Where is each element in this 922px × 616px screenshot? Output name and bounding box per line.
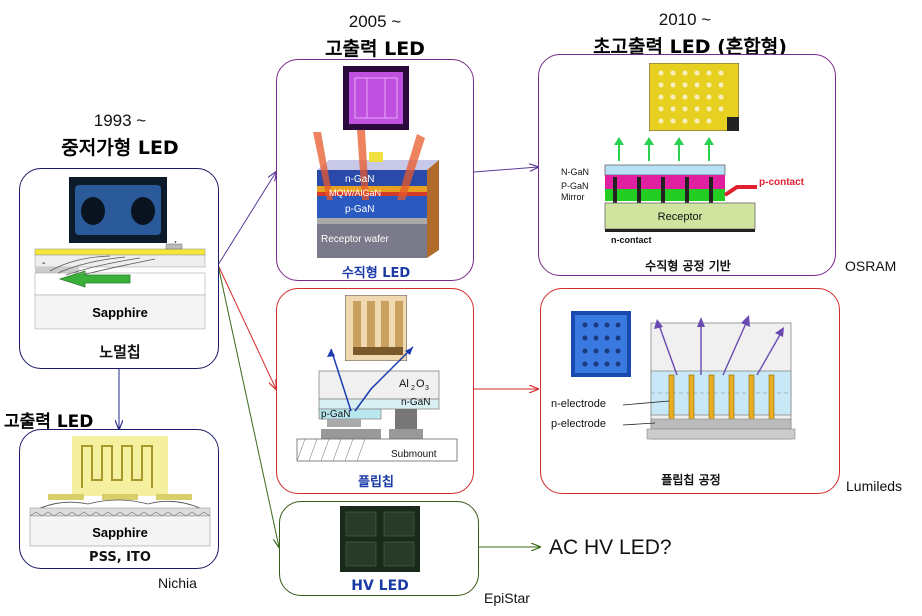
svg-text:p-electrode: p-electrode — [551, 418, 606, 430]
vendor-epistar: EpiStar — [484, 590, 530, 606]
normal-chip-caption: 노멀칩 — [99, 343, 141, 361]
era-2010-title: 초고출력 LED (혼합형) — [593, 36, 787, 58]
era-2005-title: 고출력 LED — [325, 38, 425, 60]
vertical-process-diagram: N-GaN P-GaN Mirror p-contact Receptor n-… — [561, 137, 805, 245]
svg-text:Receptor: Receptor — [658, 211, 703, 223]
nichia-chip-caption: PSS, ITO — [89, 550, 151, 565]
vendor-osram: OSRAM — [845, 258, 897, 274]
normal-chip-photo — [69, 177, 167, 243]
ac-hv-led-label: AC HV LED? — [549, 536, 672, 559]
svg-text:p-contact: p-contact — [759, 177, 805, 188]
svg-text:Sapphire: Sapphire — [92, 305, 148, 320]
flip-chip-photo — [345, 295, 407, 361]
svg-text:n-GaN: n-GaN — [401, 397, 430, 408]
vertical-process-box: N-GaN P-GaN Mirror p-contact Receptor n-… — [538, 54, 836, 276]
vertical-process-photo — [649, 63, 739, 131]
svg-text:2: 2 — [411, 385, 415, 392]
svg-text:n-electrode: n-electrode — [551, 398, 606, 410]
flip-process-caption: 플립칩 공정 — [661, 473, 721, 487]
svg-text:Receptor wafer: Receptor wafer — [321, 234, 389, 245]
svg-text:O: O — [416, 378, 425, 390]
svg-text:n-GaN: n-GaN — [345, 174, 374, 185]
arrow-to-hvled — [217, 264, 279, 547]
high-power-title: 고출력 LED — [4, 412, 94, 432]
svg-text:Submount: Submount — [391, 449, 437, 460]
era-2010-year: 2010 ~ — [658, 10, 712, 29]
vertical-led-caption: 수직형 LED — [341, 266, 411, 281]
flip-process-photo — [571, 311, 631, 377]
svg-text:N-GaN: N-GaN — [561, 167, 589, 177]
flip-chip-caption: 플립칩 — [358, 475, 394, 490]
svg-text:3: 3 — [425, 385, 429, 392]
vertical-process-caption: 수직형 공정 기반 — [645, 259, 731, 273]
vendor-lumileds: Lumileds — [846, 478, 903, 494]
flip-process-diagram: n-electrode p-electrode — [551, 315, 796, 440]
vertical-led-box: n-GaN MQW/AlGaN p-GaN Receptor wafer 수직형… — [276, 59, 474, 281]
era-2005-year: 2005 ~ — [348, 12, 402, 31]
vendor-nichia: Nichia — [158, 575, 197, 591]
svg-text:p-GaN: p-GaN — [321, 409, 350, 420]
flip-chip-diagram: Al 2 O 3 n-GaN p-GaN Submount — [296, 346, 458, 462]
hv-led-photo — [340, 506, 420, 572]
era-1993-year: 1993 ~ — [93, 111, 147, 130]
arrow-to-vertical-process — [473, 167, 538, 173]
vertical-led-photo — [343, 66, 409, 130]
svg-text:MQW/AlGaN: MQW/AlGaN — [329, 188, 381, 198]
normal-chip-diagram: + - Sapphire — [34, 241, 206, 330]
svg-text:+: + — [173, 241, 178, 246]
svg-text:-: - — [42, 258, 45, 269]
era-1993-title: 중저가형 LED — [61, 137, 179, 159]
svg-text:P-GaN: P-GaN — [561, 181, 589, 191]
vertical-led-diagram: n-GaN MQW/AlGaN p-GaN Receptor wafer — [313, 130, 439, 258]
svg-text:n-contact: n-contact — [611, 235, 652, 245]
nichia-chip-diagram: Sapphire — [29, 494, 211, 547]
svg-text:p-GaN: p-GaN — [345, 204, 374, 215]
nichia-chip-photo — [72, 436, 168, 496]
hv-led-caption: HV LED — [351, 578, 409, 594]
nichia-chip-box: Sapphire PSS, ITO — [19, 429, 219, 569]
hv-led-box: HV LED — [279, 501, 479, 596]
arrow-to-flipchip — [217, 264, 276, 389]
svg-text:Al: Al — [399, 378, 409, 390]
arrow-to-vertical — [217, 172, 276, 266]
flip-chip-box: Al 2 O 3 n-GaN p-GaN Submount 플립칩 — [276, 288, 474, 494]
normal-chip-box: + - Sapphire 노멀칩 — [19, 168, 219, 369]
svg-text:Sapphire: Sapphire — [92, 525, 148, 540]
svg-text:Mirror: Mirror — [561, 192, 585, 202]
flip-process-box: n-electrode p-electrode 플립칩 공정 — [540, 288, 840, 494]
